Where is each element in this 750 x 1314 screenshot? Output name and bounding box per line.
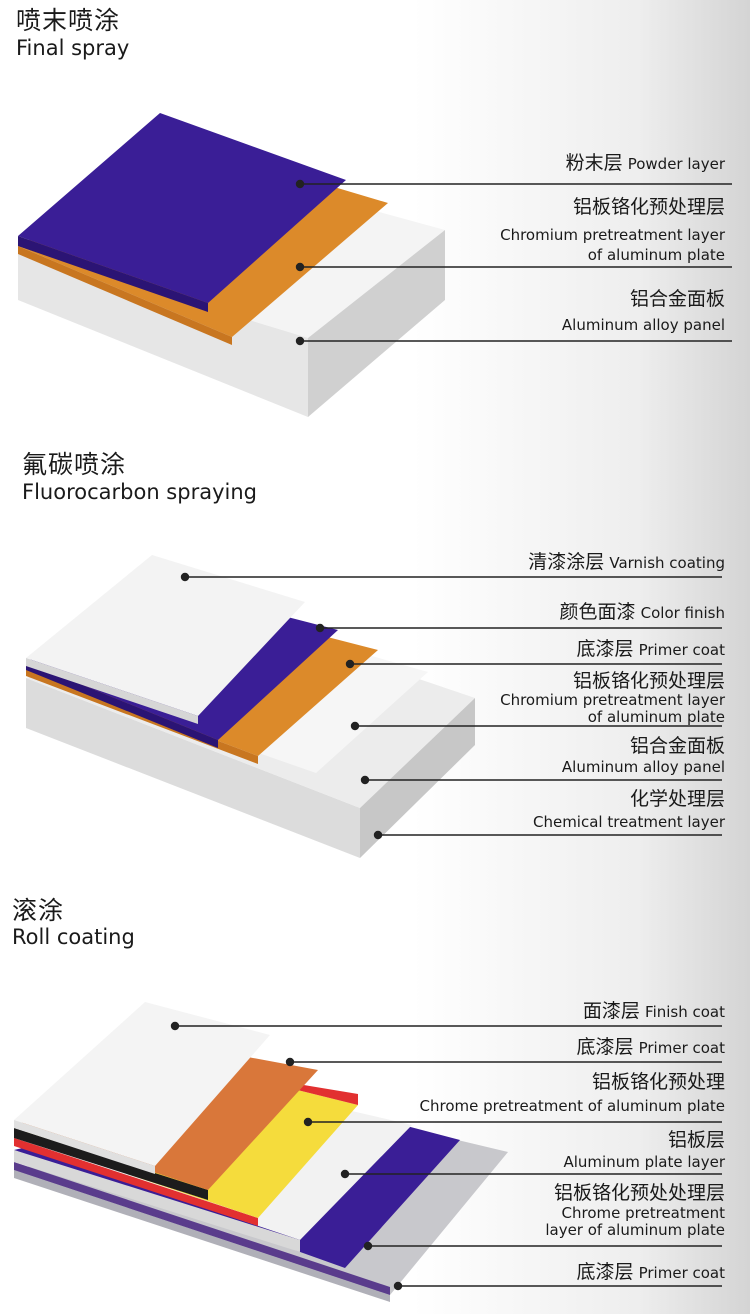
label-en: Primer coat [638,641,725,659]
label-chemical-cn: 化学处理层 [629,788,725,810]
label-en: Powder layer [627,155,725,173]
label-aluminum-plate-cn: 铝板层 [667,1129,725,1151]
label-finish-coat: 面漆层 Finish coat [583,1002,725,1021]
label-panel-cn: 铝合金面板 [629,288,725,310]
label-en: Primer coat [638,1039,725,1057]
section-2-title-cn: 氟碳喷涂 [22,450,127,479]
fluorocarbon-diagram [26,555,722,858]
label-chrome-en: Chrome pretreatment of aluminum plate [419,1097,725,1115]
label-color-finish: 颜色面漆 Color finish [560,603,725,622]
label-en: Finish coat [645,1003,725,1021]
label-cn: 底漆层 [576,1036,634,1058]
powder-layer-top [18,113,346,303]
label-chromium-cn: 铝板铬化预处理层 [572,670,725,692]
final-spray-diagram [18,113,732,417]
label-en: Primer coat [638,1264,725,1282]
label-en: Varnish coating [609,554,725,572]
varnish-top [26,555,305,716]
panel-side [360,698,475,858]
label-en: Color finish [640,604,725,622]
label-chromium-en-2: of aluminum plate [587,708,725,726]
section-3-title-en: Roll coating [12,925,135,949]
section-3-title-cn: 滚涂 [12,896,65,925]
aluminum-panel-side [308,230,445,417]
label-bottom-primer: 底漆层 Primer coat [577,1263,726,1282]
label-primer-coat: 底漆层 Primer coat [577,1038,726,1057]
label-chromium-en-1: Chromium pretreatment layer [500,226,725,244]
label-aluminum-plate-en: Aluminum plate layer [563,1153,726,1171]
label-powder-layer: 粉末层 Powder layer [566,154,725,173]
label-chrome-layer-en-1: Chrome pretreatment [561,1204,725,1222]
label-cn: 清漆涂层 [528,551,605,573]
label-chemical-en: Chemical treatment layer [532,813,725,831]
label-cn: 颜色面漆 [559,601,636,623]
label-chromium-en-1: Chromium pretreatment layer [500,691,725,709]
label-cn: 面漆层 [582,1000,640,1022]
label-chrome-cn: 铝板铬化预处理 [591,1071,725,1093]
section-2-title-en: Fluorocarbon spraying [22,480,257,504]
label-chrome-layer-cn: 铝板铬化预处处理层 [553,1182,725,1204]
label-chrome-layer-en-2: layer of aluminum plate [545,1221,725,1239]
panel-front [26,678,360,858]
section-1-title-en: Final spray [16,36,130,60]
label-varnish: 清漆涂层 Varnish coating [528,553,725,572]
roll-coating-diagram [14,1002,722,1302]
finish-coat-top [14,1002,270,1166]
label-chromium-en-2: of aluminum plate [587,246,725,264]
powder-layer-front [18,236,208,312]
label-cn: 底漆层 [576,638,634,660]
chromium-layer-front [18,246,232,345]
label-panel-en: Aluminum alloy panel [561,316,725,334]
label-primer: 底漆层 Primer coat [577,640,726,659]
label-cn: 粉末层 [565,152,623,174]
section-1-title-cn: 喷末喷涂 [16,6,121,35]
label-panel-en: Aluminum alloy panel [561,758,725,776]
label-chromium-cn: 铝板铬化预处理层 [572,196,725,218]
label-cn: 底漆层 [576,1261,634,1283]
label-panel-cn: 铝合金面板 [629,735,725,757]
